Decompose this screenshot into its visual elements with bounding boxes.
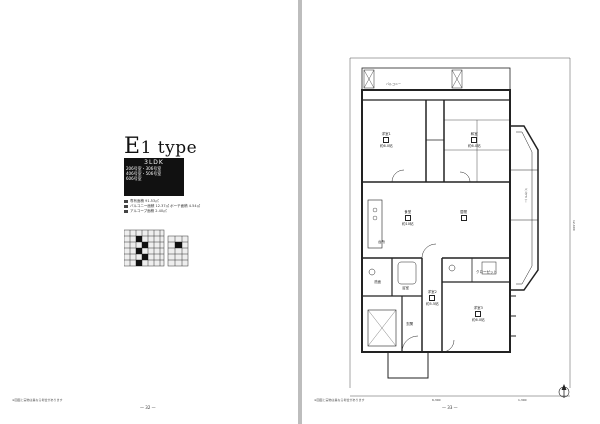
right-balcony-label: バルコニー [524, 188, 528, 203]
room-western2: 洋室2 約5.5帖 [426, 290, 439, 306]
area-legend: 専有面積 91.53㎡ バルコニー面積 12.37㎡ ポーチ面積 4.54㎡ ア… [124, 199, 200, 214]
room-name: 洋室3 [473, 306, 483, 310]
spec-line-2: 406号室・506号室 [126, 171, 162, 176]
key-plan-diagram [124, 229, 189, 267]
room-size: 約6.0帖 [468, 144, 481, 148]
left-page: E1 type 3LDK 206号室・306号室 406号室・506号室 606… [0, 0, 298, 424]
spec-block: 3LDK 206号室・306号室 406号室・506号室 606号室 [124, 158, 184, 196]
room-name: クローゼット [476, 270, 497, 274]
right-page: バルコニー バルコニー 洋室1 約6.0帖 和室 約6.0帖 食堂 約10帖 居… [302, 0, 600, 424]
page-footer: ※図面と実物は異なる場合があります [314, 398, 365, 402]
legend-item: 専有面積 91.53㎡ [124, 199, 200, 204]
top-balcony-label: バルコニー [386, 82, 401, 86]
spec-line-3: 606号室 [126, 176, 142, 181]
room-size: 約5.5帖 [426, 302, 439, 306]
page-footer: ※図面と実物は異なる場合があります [12, 398, 63, 402]
room-name: 洗面 [374, 280, 381, 284]
dimension-right-side: 12,400 [572, 220, 576, 231]
room-western1: 洋室1 約6.0帖 [380, 132, 393, 148]
dimension-bottom-left: 6,300 [432, 398, 441, 402]
room-size: 約10帖 [402, 222, 414, 226]
type-letter: E [124, 134, 141, 159]
room-size: 約6.0帖 [380, 144, 393, 148]
room-name: 洋室2 [427, 290, 437, 294]
room-name: 居間 [460, 210, 467, 214]
room-name: 台所 [378, 240, 385, 244]
room-japanese: 和室 約6.0帖 [468, 132, 481, 148]
room-closet: クローゼット [476, 270, 497, 274]
room-name: 食堂 [404, 210, 412, 214]
outlet-icon [475, 311, 482, 317]
dimension-bottom-right: 1,300 [518, 398, 527, 402]
type-word: type [157, 138, 198, 158]
room-living: 居間 [460, 210, 467, 222]
room-size: 約6.0帖 [472, 318, 485, 322]
unit-type-title: E1 type [124, 136, 198, 158]
page-number: — 33 — [442, 405, 458, 410]
room-bath: 浴室 [402, 286, 409, 290]
legend-item: アルコーブ面積 2.40㎡ [124, 209, 200, 214]
outlet-icon [429, 295, 436, 301]
room-dining: 食堂 約10帖 [402, 210, 413, 226]
book-spine [298, 0, 302, 424]
outlet-icon [471, 137, 478, 143]
room-name: 和室 [470, 132, 478, 136]
room-washroom: 洗面 [374, 280, 381, 284]
room-entrance: 玄関 [406, 322, 413, 326]
type-number: 1 [140, 138, 152, 158]
outlet-icon [404, 215, 411, 221]
page-number: — 32 — [140, 405, 156, 410]
room-kitchen: 台所 [378, 240, 385, 244]
room-name: 浴室 [402, 286, 409, 290]
layout-label: 3LDK [144, 159, 164, 166]
room-name: 洋室1 [381, 132, 391, 136]
legend-item: バルコニー面積 12.37㎡ ポーチ面積 4.54㎡ [124, 204, 200, 209]
spec-line-1: 206号室・306号室 [126, 166, 162, 171]
room-western3: 洋室3 約6.0帖 [472, 306, 485, 322]
outlet-icon [460, 215, 467, 221]
room-name: 玄関 [406, 322, 413, 326]
outlet-icon [383, 137, 390, 143]
floor-plan-drawing [349, 57, 571, 398]
